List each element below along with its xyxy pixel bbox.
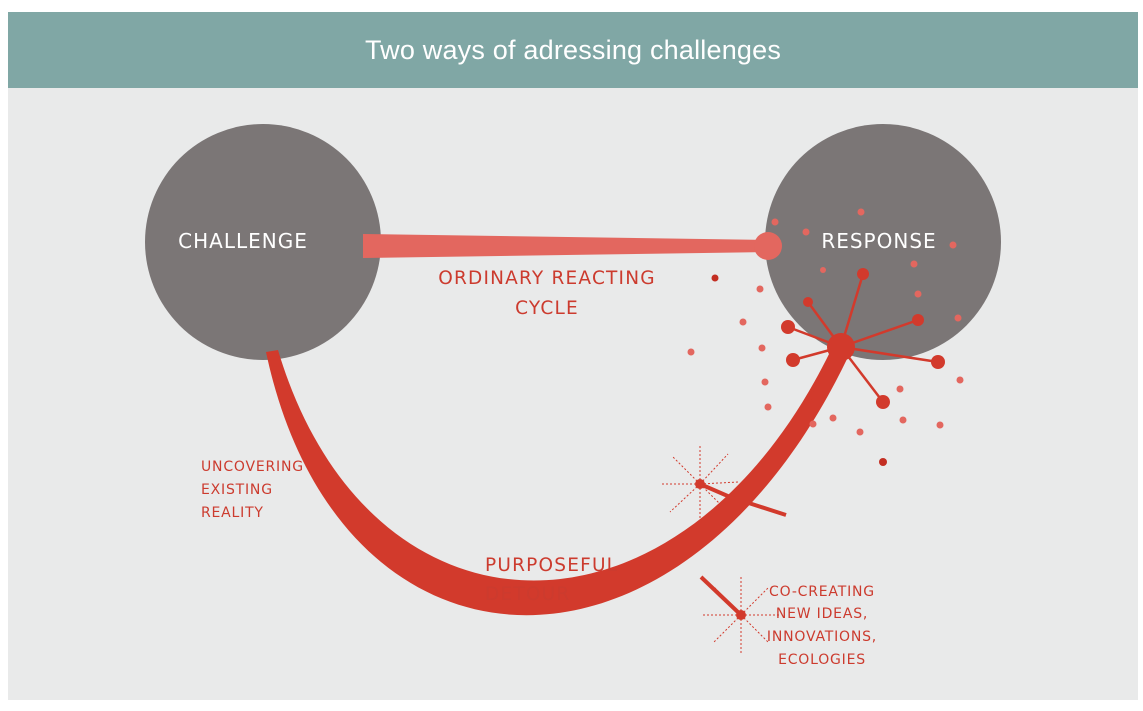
idea-burst-lower-center — [736, 610, 746, 620]
idea-burst-upper — [660, 444, 739, 522]
cocreating-label-line1: CO-CREATING — [769, 584, 875, 600]
challenge-circle — [145, 124, 381, 360]
branch-upper — [699, 482, 787, 517]
uncovering-label-line2: EXISTING — [201, 482, 273, 498]
response-circle — [765, 124, 1001, 360]
uncovering-label-line3: REALITY — [201, 505, 264, 521]
response-burst — [781, 268, 945, 409]
challenge-label: CHALLENGE — [178, 229, 308, 253]
cocreating-label-line2: NEW IDEAS, — [776, 606, 868, 622]
purposeful-detour-curve — [266, 350, 848, 616]
ordinary-cycle-connector — [363, 234, 768, 258]
scatter-dots-dark — [711, 274, 887, 466]
page-title: Two ways of adressing challenges — [364, 34, 782, 65]
header-bar: Two ways of adressing challenges — [8, 12, 1138, 88]
ordinary-label-line1: ORDINARY REACTING — [438, 268, 656, 289]
diagram-canvas: CHALLENGE RESPONSE ORDINARY REACTING CYC… — [145, 124, 1001, 668]
diagram-panel: Two ways of adressing challenges — [8, 12, 1138, 700]
detour-label-line1: PURPOSEFUL — [485, 555, 618, 576]
idea-burst-upper-center — [695, 479, 705, 489]
ordinary-label-line2: CYCLE — [515, 298, 579, 319]
connector-endpoint — [754, 232, 782, 260]
cocreating-label-line3: INNOVATIONS, — [767, 629, 877, 645]
uncovering-label-line1: UNCOVERING — [201, 459, 304, 475]
scatter-dots — [687, 208, 964, 436]
idea-burst-lower — [702, 575, 780, 654]
detour-label-line2: DETOUR — [485, 584, 570, 605]
response-label: RESPONSE — [821, 229, 936, 253]
cocreating-label-line4: ECOLOGIES — [778, 652, 866, 668]
